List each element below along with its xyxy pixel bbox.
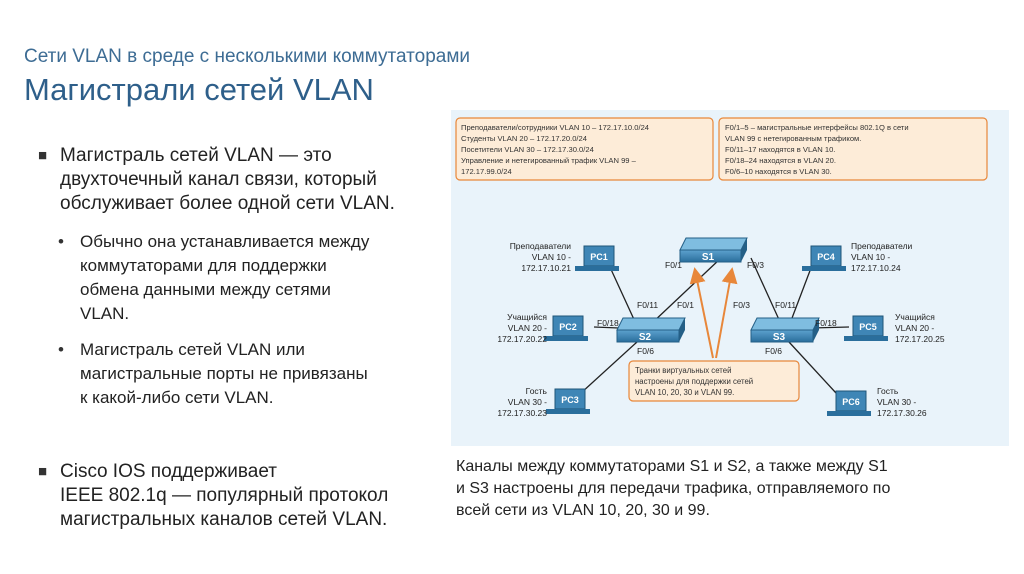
svg-text:PC2: PC2 bbox=[559, 322, 577, 332]
svg-text:Посетители VLAN 30 – 172.17.30: Посетители VLAN 30 – 172.17.30.0/24 bbox=[461, 145, 594, 154]
port-info-box: F0/1–5 – магистральные интерфейсы 802.1Q… bbox=[718, 117, 988, 181]
svg-text:VLAN 10, 20, 30 и VLAN 99.: VLAN 10, 20, 30 и VLAN 99. bbox=[635, 388, 734, 397]
pc4[interactable]: PC4 bbox=[802, 245, 846, 271]
bullet-square-icon: ■ bbox=[38, 463, 48, 480]
sub-bullet-trunk-ports: • Магистраль сетей VLAN или магистральны… bbox=[58, 340, 368, 407]
pc5[interactable]: PC5 bbox=[844, 315, 888, 341]
svg-text:172.17.20.25: 172.17.20.25 bbox=[895, 334, 945, 344]
bullet-dot-icon: • bbox=[58, 340, 64, 359]
switch-s2-label: S2 bbox=[639, 332, 652, 343]
svg-text:F0/3: F0/3 bbox=[733, 300, 750, 310]
svg-text:PC3: PC3 bbox=[561, 395, 579, 405]
svg-text:172.17.20.22: 172.17.20.22 bbox=[497, 334, 547, 344]
bullet-cisco-ios: ■ Cisco IOS поддерживает IEEE 802.1q — п… bbox=[38, 461, 389, 530]
slide-title: Магистрали сетей VLAN bbox=[24, 72, 374, 107]
svg-text:PC4: PC4 bbox=[817, 252, 835, 262]
svg-text:VLAN 10 -: VLAN 10 - bbox=[851, 252, 890, 262]
svg-text:PC1: PC1 bbox=[590, 252, 608, 262]
svg-text:Гость: Гость bbox=[526, 386, 548, 396]
svg-text:PC5: PC5 bbox=[859, 322, 877, 332]
svg-text:F0/1: F0/1 bbox=[665, 260, 682, 270]
svg-text:Управление и нетегированный тр: Управление и нетегированный трафик VLAN … bbox=[461, 156, 637, 165]
svg-text:VLAN 30 -: VLAN 30 - bbox=[508, 397, 547, 407]
svg-text:VLAN 10 -: VLAN 10 - bbox=[532, 252, 571, 262]
svg-text:Гость: Гость bbox=[877, 386, 899, 396]
trunk-arrows bbox=[689, 267, 738, 359]
network-links bbox=[580, 257, 850, 394]
svg-text:Преподаватели/сотрудники VLAN: Преподаватели/сотрудники VLAN 10 – 172.1… bbox=[461, 123, 649, 132]
svg-text:VLAN 20 -: VLAN 20 - bbox=[508, 323, 547, 333]
svg-text:Преподаватели: Преподаватели bbox=[851, 241, 913, 251]
bullet-square-icon: ■ bbox=[38, 147, 48, 164]
vlan-info-box: Преподаватели/сотрудники VLAN 10 – 172.1… bbox=[455, 117, 714, 181]
bullet-trunk-definition: ■ Магистраль сетей VLAN — это двухточечн… bbox=[38, 145, 395, 214]
switch-s2[interactable]: S2 bbox=[616, 317, 686, 343]
bullet-dot-icon: • bbox=[58, 232, 64, 251]
svg-text:F0/6: F0/6 bbox=[765, 346, 782, 356]
vlan-trunk-diagram: Преподаватели/сотрудники VLAN 10 – 172.1… bbox=[451, 110, 1009, 446]
svg-text:Учащийся: Учащийся bbox=[507, 312, 547, 322]
svg-text:172.17.10.21: 172.17.10.21 bbox=[521, 263, 571, 273]
svg-text:Транки виртуальных сетей: Транки виртуальных сетей bbox=[635, 366, 731, 375]
svg-text:F0/11: F0/11 bbox=[775, 300, 796, 310]
svg-text:Студенты VLAN 20 – 172.17.20.0: Студенты VLAN 20 – 172.17.20.0/24 bbox=[461, 134, 587, 143]
switch-s3-label: S3 bbox=[773, 332, 786, 343]
pc2[interactable]: PC2 bbox=[544, 315, 588, 341]
svg-text:PC6: PC6 bbox=[842, 397, 860, 407]
svg-text:Учащийся: Учащийся bbox=[895, 312, 935, 322]
port-labels: F0/1 F0/3 F0/11 F0/1 F0/18 F0/6 F0/3 F0/… bbox=[597, 260, 837, 356]
svg-text:настроены для поддержки сетей: настроены для поддержки сетей bbox=[635, 377, 753, 386]
svg-text:F0/6–10 находятся в VLAN 30.: F0/6–10 находятся в VLAN 30. bbox=[725, 167, 832, 176]
svg-text:VLAN 20 -: VLAN 20 - bbox=[895, 323, 934, 333]
svg-text:172.17.99.0/24: 172.17.99.0/24 bbox=[461, 167, 512, 176]
pc3[interactable]: PC3 bbox=[546, 388, 590, 414]
pc-labels-left: Преподаватели VLAN 10 - 172.17.10.21 Уча… bbox=[497, 241, 571, 418]
svg-text:F0/1–5 – магистральные интерфе: F0/1–5 – магистральные интерфейсы 802.1Q… bbox=[725, 123, 909, 132]
svg-text:F0/1: F0/1 bbox=[677, 300, 694, 310]
diagram-caption: Каналы между коммутаторами S1 и S2, а та… bbox=[456, 458, 891, 519]
svg-text:F0/18–24 находятся в VLAN 20.: F0/18–24 находятся в VLAN 20. bbox=[725, 156, 836, 165]
svg-text:172.17.30.26: 172.17.30.26 bbox=[877, 408, 927, 418]
sub-bullet-between-switches: • Обычно она устанавливается между комму… bbox=[58, 232, 370, 323]
svg-text:VLAN 30 -: VLAN 30 - bbox=[877, 397, 916, 407]
switch-s1[interactable]: S1 bbox=[679, 237, 748, 263]
svg-text:VLAN 99 с нетегированным трафи: VLAN 99 с нетегированным трафиком. bbox=[725, 134, 861, 143]
svg-text:172.17.10.24: 172.17.10.24 bbox=[851, 263, 901, 273]
svg-text:Преподаватели: Преподаватели bbox=[510, 241, 572, 251]
svg-text:F0/6: F0/6 bbox=[637, 346, 654, 356]
svg-text:F0/18: F0/18 bbox=[815, 318, 837, 328]
svg-text:F0/11: F0/11 bbox=[637, 300, 658, 310]
svg-text:F0/18: F0/18 bbox=[597, 318, 619, 328]
switch-s1-label: S1 bbox=[702, 252, 715, 263]
pc-labels-right: Преподаватели VLAN 10 - 172.17.10.24 Уча… bbox=[851, 241, 945, 418]
switch-s3[interactable]: S3 bbox=[750, 317, 820, 343]
trunk-note-box: Транки виртуальных сетей настроены для п… bbox=[628, 360, 800, 402]
bullet-list: ■ Магистраль сетей VLAN — это двухточечн… bbox=[38, 144, 438, 410]
svg-text:F0/11–17 находятся в VLAN 10.: F0/11–17 находятся в VLAN 10. bbox=[725, 145, 835, 154]
slide-subtitle: Сети VLAN в среде с несколькими коммутат… bbox=[24, 46, 470, 67]
pc6[interactable]: PC6 bbox=[827, 390, 871, 416]
svg-text:F0/3: F0/3 bbox=[747, 260, 764, 270]
pc1[interactable]: PC1 bbox=[575, 245, 619, 271]
svg-text:172.17.30.23: 172.17.30.23 bbox=[497, 408, 547, 418]
